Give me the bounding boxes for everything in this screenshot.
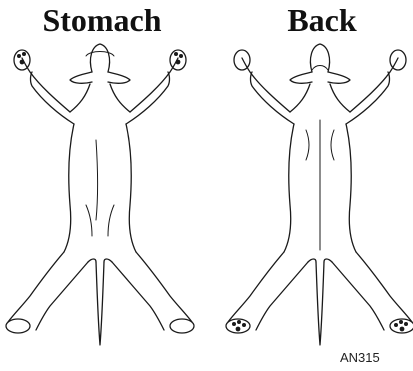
back-hind-left-paw-pads: [232, 320, 246, 331]
back-view-figure: [226, 44, 413, 345]
belly-line: [96, 140, 98, 220]
jaw-line: [86, 52, 114, 57]
stomach-view-figure: [6, 44, 194, 345]
back-hind-right-paw-pads: [394, 320, 408, 331]
figure-code-label: AN315: [340, 350, 380, 365]
